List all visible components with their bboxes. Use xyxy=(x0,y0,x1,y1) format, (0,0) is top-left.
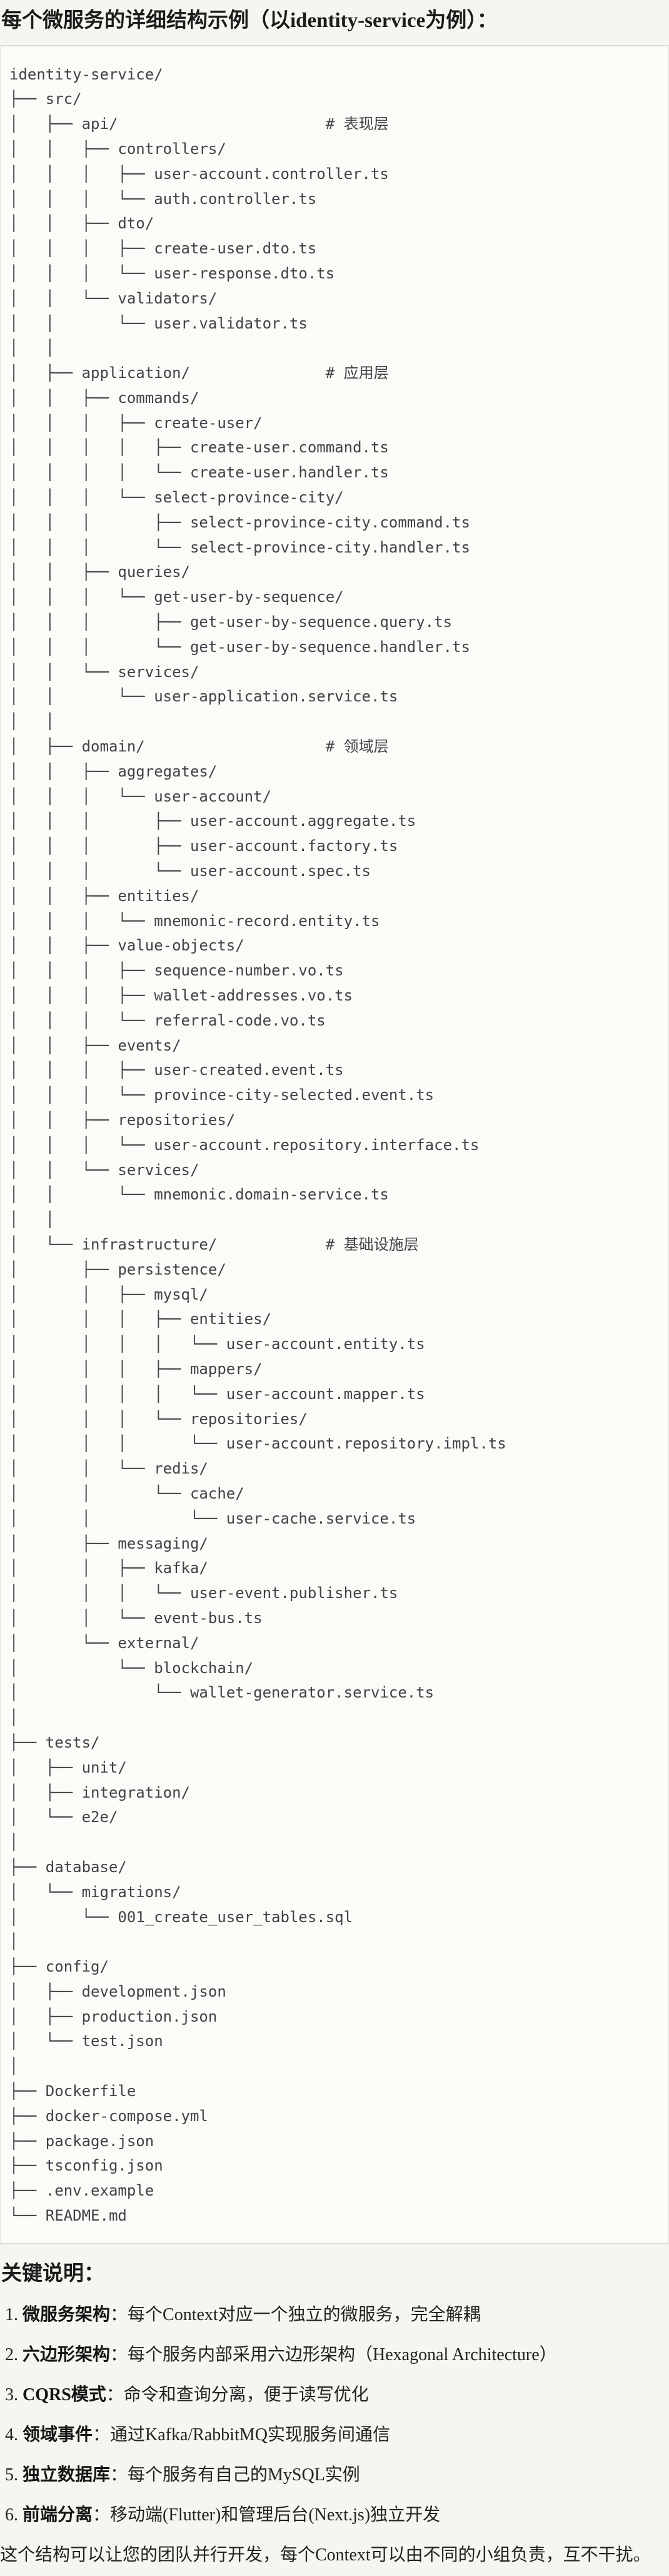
note-item-1: 1.微服务架构：每个Context对应一个独立的微服务，完全解耦 xyxy=(0,2304,669,2326)
directory-tree: identity-service/ ├── src/ │ ├── api/ # … xyxy=(9,65,506,2225)
note-label: 六边形架构 xyxy=(23,2344,111,2365)
notes-list: 1.微服务架构：每个Context对应一个独立的微服务，完全解耦 2.六边形架构… xyxy=(0,2304,669,2526)
note-label: 领域事件 xyxy=(23,2425,93,2445)
note-number: 6. xyxy=(5,2505,18,2525)
note-item-2: 2.六边形架构：每个服务内部采用六边形架构（Hexagonal Architec… xyxy=(0,2344,669,2366)
note-text: ：通过Kafka/RabbitMQ实现服务间通信 xyxy=(93,2425,390,2445)
note-label: 微服务架构 xyxy=(23,2304,111,2324)
note-item-6: 6.前端分离：移动端(Flutter)和管理后台(Next.js)独立开发 xyxy=(0,2505,669,2526)
note-number: 1. xyxy=(5,2304,18,2324)
notes-heading: 关键说明： xyxy=(1,2262,104,2285)
note-label: CQRS模式 xyxy=(23,2385,106,2405)
note-label: 前端分离 xyxy=(23,2505,93,2525)
note-number: 3. xyxy=(5,2385,18,2405)
key-notes-section: 关键说明： 1.微服务架构：每个Context对应一个独立的微服务，完全解耦 2… xyxy=(0,2261,669,2566)
directory-tree-code-block: identity-service/ ├── src/ │ ├── api/ # … xyxy=(0,44,669,2244)
note-item-4: 4.领域事件：通过Kafka/RabbitMQ实现服务间通信 xyxy=(0,2425,669,2446)
page-title: 每个微服务的详细结构示例（以identity-service为例）： xyxy=(1,9,498,32)
note-item-3: 3.CQRS模式：命令和查询分离，便于读写优化 xyxy=(0,2385,669,2406)
note-text: ：每个Context对应一个独立的微服务，完全解耦 xyxy=(110,2304,481,2324)
note-number: 4. xyxy=(5,2425,18,2445)
note-number: 2. xyxy=(5,2344,18,2365)
note-number: 5. xyxy=(5,2465,18,2485)
note-text: ：命令和查询分离，便于读写优化 xyxy=(106,2385,369,2405)
note-text: ：移动端(Flutter)和管理后台(Next.js)独立开发 xyxy=(93,2505,441,2525)
note-text: ：每个服务有自己的MySQL实例 xyxy=(110,2465,360,2485)
note-label: 独立数据库 xyxy=(23,2465,111,2485)
notes-footer: 这个结构可以让您的团队并行开发，每个Context可以由不同的小组负责，互不干扰… xyxy=(0,2545,651,2565)
note-text: ：每个服务内部采用六边形架构（Hexagonal Architecture） xyxy=(110,2344,557,2365)
note-item-5: 5.独立数据库：每个服务有自己的MySQL实例 xyxy=(0,2465,669,2486)
